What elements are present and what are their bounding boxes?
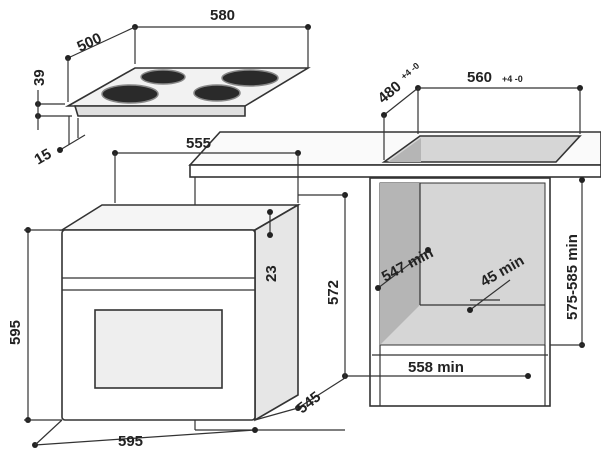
hob (64, 67, 311, 117)
cutout-depth-tolerance: +4 -0 (399, 61, 421, 82)
worktop (188, 131, 601, 431)
niche-width-label: 558 min (408, 359, 464, 376)
oven-panel-offset-label: 23 (263, 265, 280, 282)
oven-top-depth-label: 555 (186, 135, 211, 152)
niche-height-label: 575-585 min (564, 234, 581, 320)
oven-width-label: 595 (118, 433, 143, 450)
hob-lip-label: 15 (32, 145, 55, 168)
cutout-width-tolerance: +4 -0 (502, 74, 523, 84)
oven-height-label: 595 (7, 320, 24, 345)
burner-icon (101, 69, 279, 104)
oven-dimensions: 555 595 595 23 572 545 (7, 135, 348, 450)
hob-height-label: 39 (31, 69, 48, 86)
cutout-width-label: 560 (467, 69, 492, 86)
oven-body-height-label: 572 (325, 280, 342, 305)
oven (59, 203, 301, 422)
hob-width-label: 580 (210, 7, 235, 24)
hob-depth-label: 500 (75, 30, 105, 56)
